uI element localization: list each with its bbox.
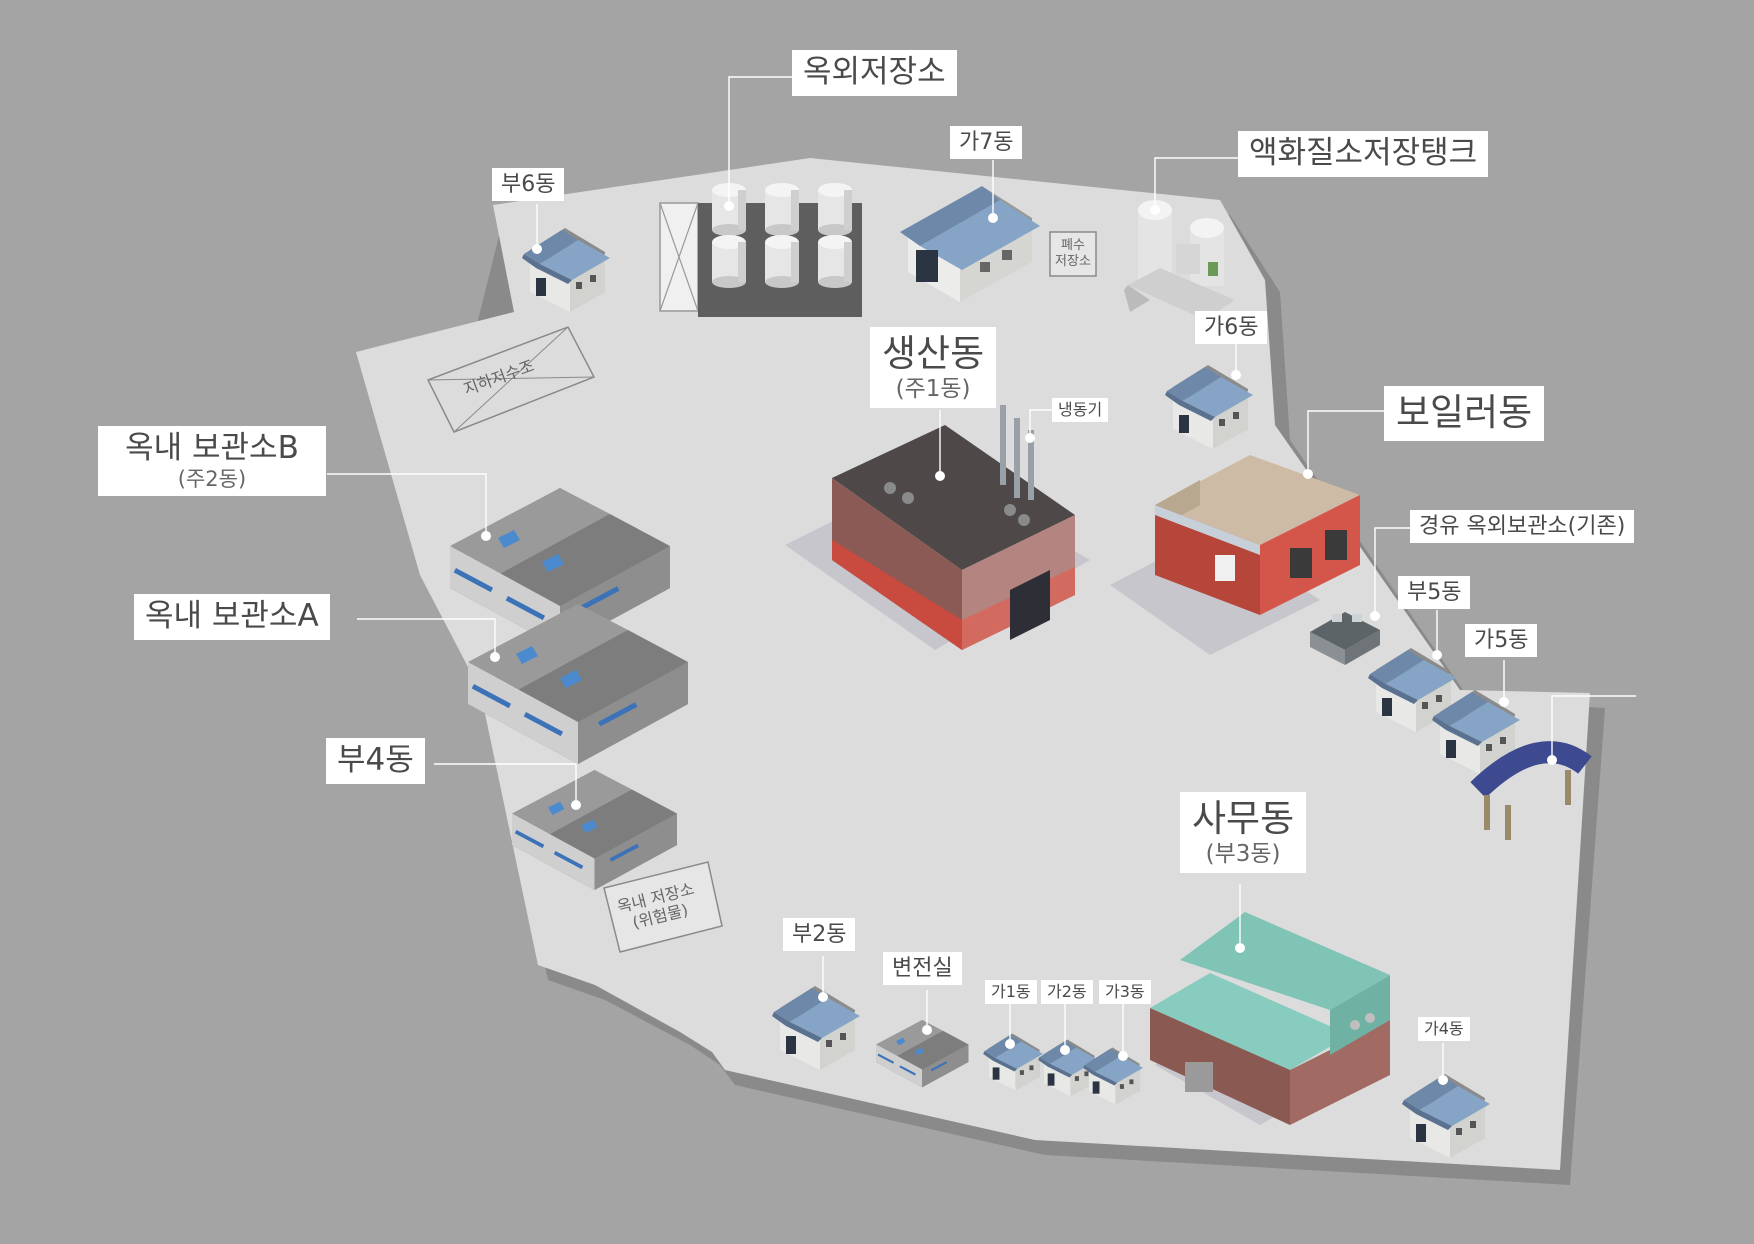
label-boiler: 보일러동 [1384,386,1545,441]
label-bu5: 부5동 [1398,576,1471,610]
label-production: 생산동(주1동) [870,327,997,408]
label-diesel: 경유 옥외보관소(기존) [1410,510,1635,544]
label-ga3: 가3동 [1099,980,1151,1005]
label-bu2: 부2동 [783,918,856,952]
label-ga1: 가1동 [985,980,1037,1005]
diesel-storage-unit [1310,612,1380,665]
label-ga4: 가4동 [1418,1017,1470,1042]
hazmat-storage-marker [603,861,723,953]
office-building [1150,912,1390,1125]
label-outdoor-storage: 옥외저장소 [792,50,957,96]
label-ga6: 가6동 [1195,311,1268,345]
label-ga2: 가2동 [1041,980,1093,1005]
label-ga7: 가7동 [950,126,1023,160]
label-bu6: 부6동 [492,168,565,202]
underground-tank [426,326,596,433]
canopy-structure [1470,741,1592,840]
leader-lines [327,76,1636,1080]
ln2-tank-structure [1124,200,1235,320]
ga7-building [900,186,1040,302]
outdoor-storage-tanks [659,183,862,317]
label-bu4: 부4동 [326,738,425,784]
label-storage-a: 옥내 보관소A [134,594,330,640]
label-ln2-tank: 액화질소저장탱크 [1238,131,1489,177]
label-refrigerator: 냉동기 [1052,398,1109,423]
label-substation: 변전실 [883,952,962,986]
label-office: 사무동(부3동) [1180,792,1307,873]
leader-dots [481,201,1557,1085]
production-building [785,405,1090,650]
label-storage-b: 옥내 보관소B(주2동) [98,426,326,496]
label-ga5: 가5동 [1465,624,1538,658]
wastewater-marker [1049,231,1097,277]
